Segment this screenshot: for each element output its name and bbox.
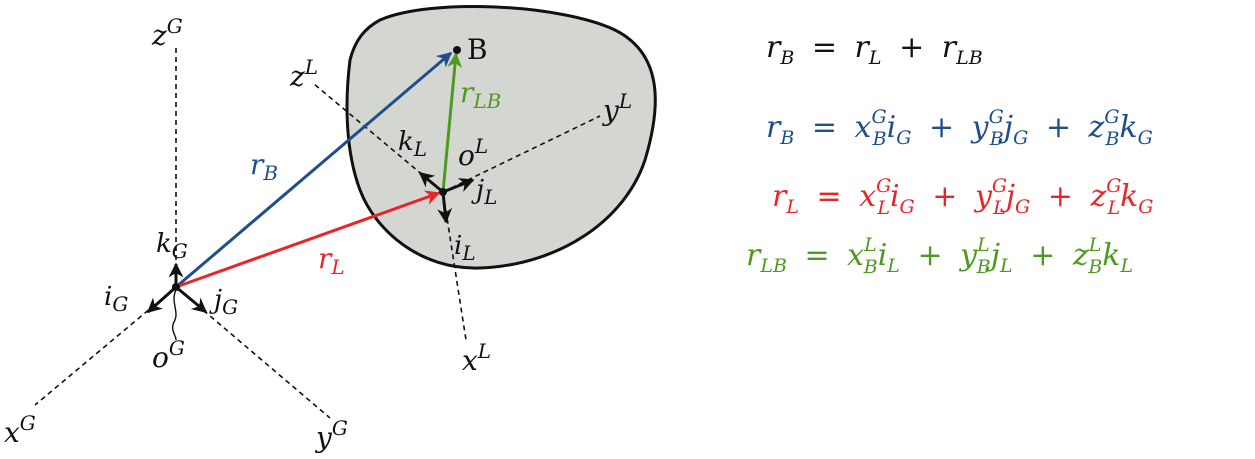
k-g-label: kG: [156, 229, 188, 263]
o-g-label: oG: [152, 336, 185, 374]
i-g-vector: [146, 285, 177, 314]
global-y-axis: [175, 286, 331, 419]
r-lb-vector: [441, 52, 463, 193]
x-l-label: xL: [462, 339, 491, 377]
r-b-vector: [175, 51, 453, 289]
local-unit-vectors: [418, 171, 475, 224]
k-l-vector: [418, 171, 444, 194]
y-g-label: yG: [314, 416, 348, 454]
x-g-label: xG: [4, 411, 36, 449]
r-l-vector: [175, 190, 441, 289]
origin-g-pointer: [171, 289, 177, 341]
origin-g-point: [172, 283, 180, 291]
point-b-label: B: [467, 33, 488, 66]
y-l-label: yL: [601, 89, 632, 127]
rigid-body-shape: [345, 5, 657, 270]
equation-rb-sum: rB = rL + rLB: [766, 30, 983, 72]
i-l-vector: [437, 191, 453, 224]
r-b-label: rB: [250, 148, 278, 185]
j-g-label: jG: [209, 285, 238, 319]
o-l-label: oL: [458, 134, 488, 172]
i-g-label: iG: [104, 282, 128, 316]
r-l-label: rL: [318, 242, 345, 279]
j-l-vector: [442, 178, 475, 194]
origin-l-point: [439, 188, 447, 196]
point-b: [453, 46, 461, 54]
r-lb-label: rLB: [460, 76, 501, 113]
z-l-label: zL: [289, 55, 318, 93]
global-axes: [34, 48, 331, 419]
j-g-vector: [175, 285, 208, 314]
k-l-label: kL: [398, 127, 427, 161]
local-x-axis: [442, 191, 467, 341]
i-l-label: iL: [454, 231, 476, 265]
z-g-label: zG: [151, 14, 183, 52]
